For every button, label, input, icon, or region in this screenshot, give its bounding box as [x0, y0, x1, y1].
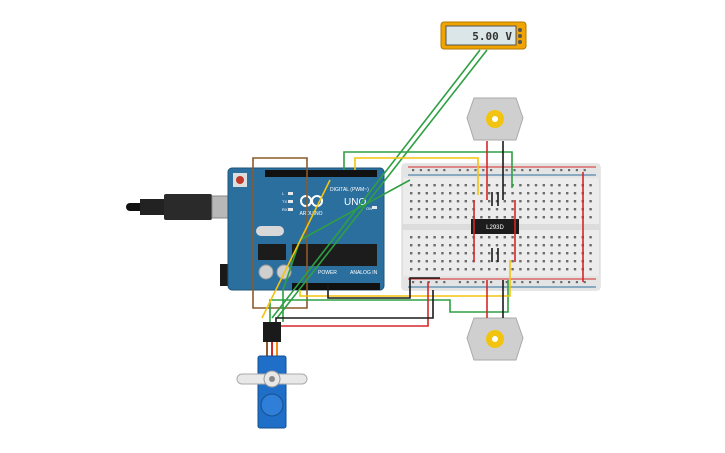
usb-plug — [164, 194, 212, 220]
wire-yellow-diagonal[interactable] — [261, 179, 331, 319]
rx-led — [288, 208, 293, 211]
usb-plug-body — [140, 199, 164, 215]
l-led-label: L — [282, 191, 285, 196]
tx-led — [288, 200, 293, 203]
reset-button-cap — [236, 176, 244, 184]
power-pins-label: POWER — [318, 270, 337, 276]
capacitor-1 — [258, 264, 274, 280]
wire-black-jumpers[interactable] — [491, 192, 499, 262]
regulator-chip — [258, 244, 286, 260]
crystal-oscillator — [256, 226, 284, 236]
wire-green-bottom[interactable] — [269, 280, 509, 322]
l293d-driver-ic[interactable]: L293D — [471, 219, 519, 234]
l-led — [288, 192, 293, 195]
wire-green-top[interactable] — [343, 151, 513, 188]
rx-led-label: RX — [282, 207, 288, 212]
driver-ic-label: L293D — [486, 225, 504, 231]
servo-motor[interactable] — [236, 322, 308, 429]
digital-pins-label: DIGITAL (PWM~) — [330, 187, 369, 193]
wire-green-probe-2[interactable] — [276, 49, 488, 319]
wire-brown-loop[interactable] — [252, 157, 308, 309]
on-led-label: ON — [366, 206, 372, 211]
wire-yellow-bottom[interactable] — [299, 260, 511, 297]
dc-motor-bottom[interactable] — [466, 317, 524, 361]
wires — [252, 49, 584, 327]
atmega-chip — [292, 244, 377, 266]
wire-yellow-top[interactable] — [354, 157, 479, 195]
digital-header — [265, 170, 377, 177]
servo-connector — [263, 322, 281, 342]
dc-motor-top[interactable] — [466, 97, 524, 141]
wire-green-probe-1[interactable] — [271, 49, 481, 319]
tx-led-label: TX — [282, 199, 287, 204]
multimeter-reading: 5.00 V — [472, 30, 512, 43]
wire-black-ground[interactable] — [275, 290, 434, 324]
wire-black-gnd-2[interactable] — [327, 277, 440, 299]
multimeter[interactable]: 5.00 V — [440, 21, 527, 50]
analog-pins-label: ANALOG IN — [350, 270, 378, 276]
on-led — [372, 206, 377, 209]
arduino-brand-label: ARDUINO — [299, 211, 322, 217]
power-analog-header — [292, 283, 380, 290]
wire-green-mid[interactable] — [282, 179, 411, 322]
arduino-model-label: UNO — [344, 197, 366, 208]
